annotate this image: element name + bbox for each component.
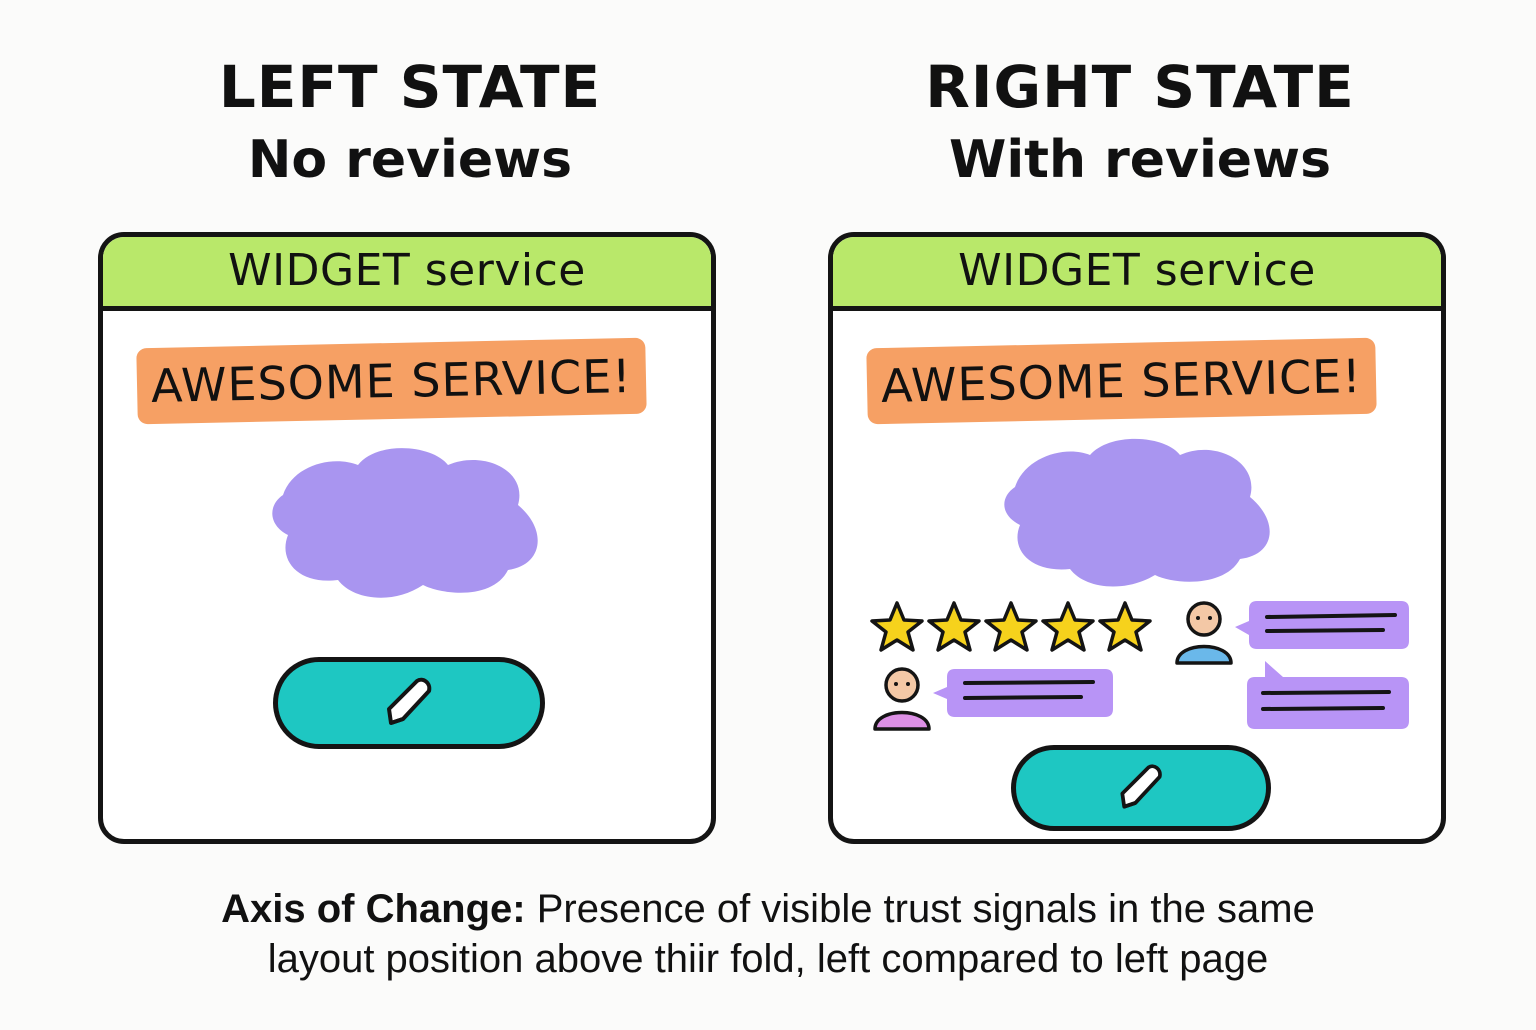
caption-line-1-text: Presence of visible trust signals in the…	[525, 887, 1315, 931]
right-state-heading: RIGHT STATE With reviews	[840, 58, 1440, 186]
star-icon	[927, 601, 981, 652]
left-page-header: WIDGET service	[103, 237, 711, 311]
star-icon	[870, 601, 924, 652]
right-page-mockup: WIDGET service AWESOME SERVICE!	[828, 232, 1446, 844]
star-icon	[1041, 601, 1095, 652]
right-cta-button[interactable]	[1011, 745, 1271, 831]
right-hero-image-placeholder	[1004, 438, 1270, 587]
left-state-title: LEFT STATE	[218, 53, 602, 121]
pencil-icon	[1120, 764, 1162, 809]
review-bubble	[933, 669, 1113, 717]
caption-line-2: layout position above thiir fold, left c…	[267, 937, 1269, 981]
caption-line-1: Axis of Change: Presence of visible trus…	[0, 884, 1536, 934]
axis-of-change-caption: Axis of Change: Presence of visible trus…	[0, 884, 1536, 984]
review-bubble	[1247, 661, 1409, 729]
right-tagline-text: AWESOME SERVICE!	[880, 348, 1363, 414]
pencil-icon	[387, 677, 432, 725]
left-page-mockup: WIDGET service AWESOME SERVICE!	[98, 232, 716, 844]
right-state-title: RIGHT STATE	[925, 53, 1355, 121]
caption-lead: Axis of Change:	[221, 887, 526, 931]
right-state-subtitle: With reviews	[948, 130, 1332, 190]
star-icon	[984, 601, 1038, 652]
left-tagline-text: AWESOME SERVICE!	[150, 348, 633, 414]
right-page-header: WIDGET service	[833, 237, 1441, 311]
left-page-header-title: WIDGET service	[228, 245, 586, 296]
left-tagline-banner: AWESOME SERVICE!	[136, 337, 647, 425]
left-state-subtitle: No reviews	[247, 130, 573, 190]
star-rating	[869, 599, 1159, 663]
review-bubble	[1235, 601, 1409, 649]
user-avatar-icon	[1175, 601, 1233, 665]
left-cta-button[interactable]	[273, 657, 545, 749]
left-hero-image-placeholder	[272, 448, 538, 598]
right-tagline-banner: AWESOME SERVICE!	[866, 337, 1377, 425]
right-page-header-title: WIDGET service	[958, 245, 1316, 296]
star-icon	[1098, 601, 1152, 652]
user-avatar-icon	[873, 667, 931, 731]
left-state-heading: LEFT STATE No reviews	[110, 58, 710, 186]
